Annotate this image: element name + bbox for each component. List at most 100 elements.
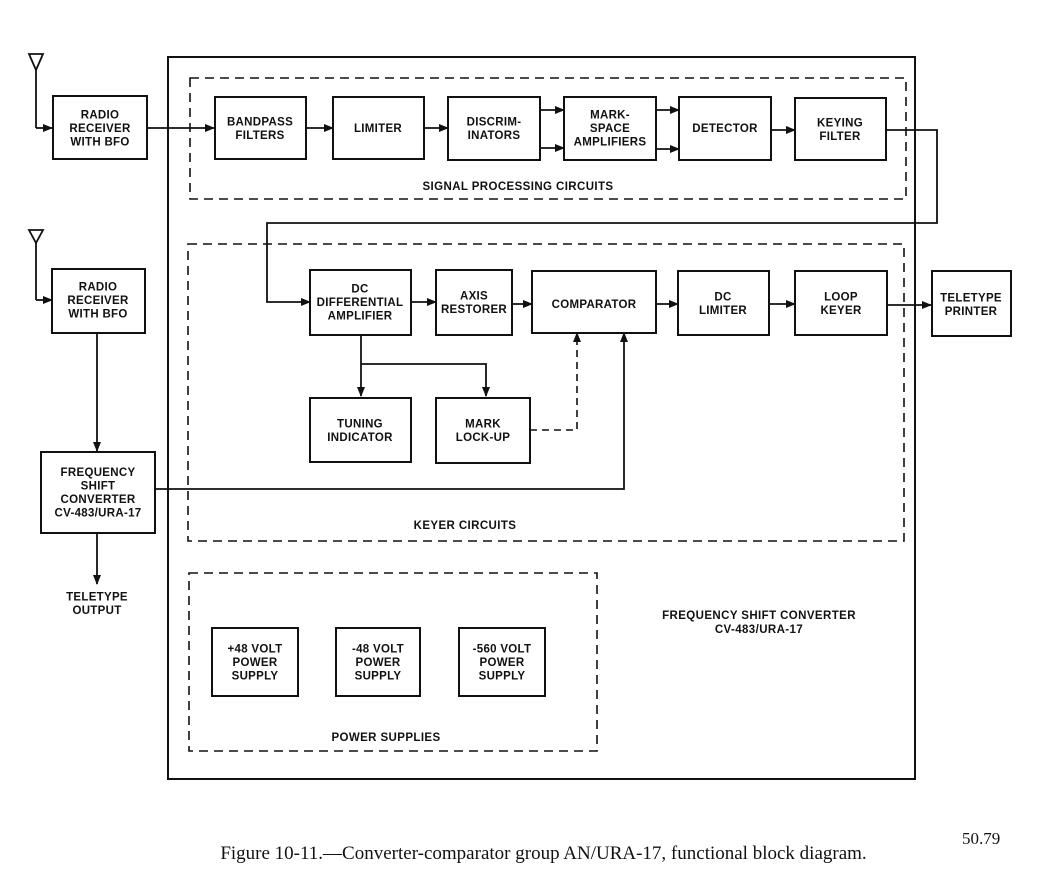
label-line: KEYER — [820, 305, 862, 317]
label-line: INDICATOR — [327, 432, 393, 444]
label-line: POWER — [233, 657, 278, 669]
connection-wires — [36, 106, 938, 585]
label-line: +48 VOLT — [228, 644, 283, 656]
block-detector: DETECTOR — [678, 96, 772, 161]
label-line: FILTER — [819, 131, 861, 143]
label-line: TELETYPE — [66, 591, 128, 603]
group-keyer-circuits — [187, 243, 905, 542]
block-teletype-printer: TELETYPE PRINTER — [931, 270, 1012, 337]
block-keying-filter: KEYING FILTER — [794, 97, 887, 161]
label-keyer-circuits: KEYER CIRCUITS — [414, 520, 517, 532]
block-limiter: LIMITER — [332, 96, 425, 160]
label-line: SUPPLY — [479, 671, 526, 683]
label-line: WITH BFO — [70, 137, 129, 149]
block-mark-lock-up: MARK LOCK-UP — [435, 397, 531, 464]
label-line: TUNING — [337, 418, 383, 430]
label-power-supplies: POWER SUPPLIES — [331, 732, 440, 744]
label-unit-name: FREQUENCY SHIFT CONVERTER CV-483/URA-17 — [662, 610, 856, 636]
label-line: PRINTER — [945, 306, 998, 318]
antenna-icon — [27, 229, 45, 300]
label-line: MARK — [465, 418, 501, 430]
label-line: KEYING — [817, 117, 863, 129]
group-power-supplies — [188, 572, 598, 752]
label-line: DIFFERENTIAL — [317, 297, 404, 309]
label-line: RECEIVER — [67, 295, 129, 307]
antenna-icon — [27, 53, 45, 128]
block-bandpass-filters: BANDPASS FILTERS — [214, 96, 307, 160]
label-line: SHIFT — [81, 480, 116, 492]
label-line: FREQUENCY SHIFT CONVERTER — [662, 610, 856, 622]
block-loop-keyer: LOOP KEYER — [794, 270, 888, 336]
caption-text: Figure 10-11.—Converter-comparator group… — [220, 843, 867, 864]
label-line: DC — [351, 284, 368, 296]
label-line: DETECTOR — [692, 123, 758, 135]
label-line: FREQUENCY — [61, 467, 136, 479]
label-line: DISCRIM- — [467, 116, 522, 128]
label-line: LOOP — [824, 291, 858, 303]
block-dc-limiter: DC LIMITER — [677, 270, 770, 336]
svg-text:LIMITER: LIMITER — [354, 123, 402, 135]
label-line: SUPPLY — [232, 671, 279, 683]
svg-text:DISCRIM-INATORS: DISCRIM- INATORS — [467, 116, 522, 142]
block-axis-restorer: AXIS RESTORER — [435, 269, 513, 336]
label-line: INATORS — [468, 130, 521, 142]
label-line: POWER — [356, 657, 401, 669]
label-line: CV-483/URA-17 — [55, 507, 142, 519]
page-reference: 50.79 — [962, 829, 1001, 848]
block-tuning-indicator: TUNING INDICATOR — [309, 397, 412, 463]
label-line: LOCK-UP — [456, 432, 511, 444]
label-line: COMPARATOR — [552, 299, 637, 311]
label-line: -560 VOLT — [473, 644, 532, 656]
label-line: OUTPUT — [72, 605, 121, 617]
label-line: MARK- — [590, 110, 630, 122]
label-line: RESTORER — [441, 304, 507, 316]
label-line: AXIS — [460, 290, 488, 302]
label-line: AMPLIFIERS — [574, 137, 647, 149]
label-line: RADIO — [81, 110, 120, 122]
label-signal-processing-circuits: SIGNAL PROCESSING CIRCUITS — [422, 181, 613, 193]
label-line: CV-483/URA-17 — [715, 624, 803, 636]
svg-text:DETECTOR: DETECTOR — [692, 123, 758, 135]
label-line: CONVERTER — [61, 494, 136, 506]
frequency-shift-converter-boundary — [167, 56, 916, 780]
label-teletype-output: TELETYPE OUTPUT — [66, 591, 128, 617]
label-line: RECEIVER — [69, 123, 131, 135]
label-line: TELETYPE — [940, 292, 1002, 304]
label-line: SUPPLY — [355, 671, 402, 683]
figure-caption: Figure 10-11.—Converter-comparator group… — [0, 843, 1047, 865]
label-line: LIMITER — [354, 123, 402, 135]
label-line: POWER — [480, 657, 525, 669]
label-line: BANDPASS — [227, 116, 293, 128]
svg-text:COMPARATOR: COMPARATOR — [552, 299, 637, 311]
label-line: AMPLIFIER — [328, 311, 393, 323]
label-line: LIMITER — [699, 305, 747, 317]
label-line: -48 VOLT — [352, 644, 404, 656]
label-line: WITH BFO — [68, 309, 127, 321]
block-discriminators: DISCRIM- INATORS — [447, 96, 541, 161]
block-comparator: COMPARATOR — [531, 270, 657, 334]
label-line: FILTERS — [235, 130, 284, 142]
label-line: DC — [714, 291, 731, 303]
